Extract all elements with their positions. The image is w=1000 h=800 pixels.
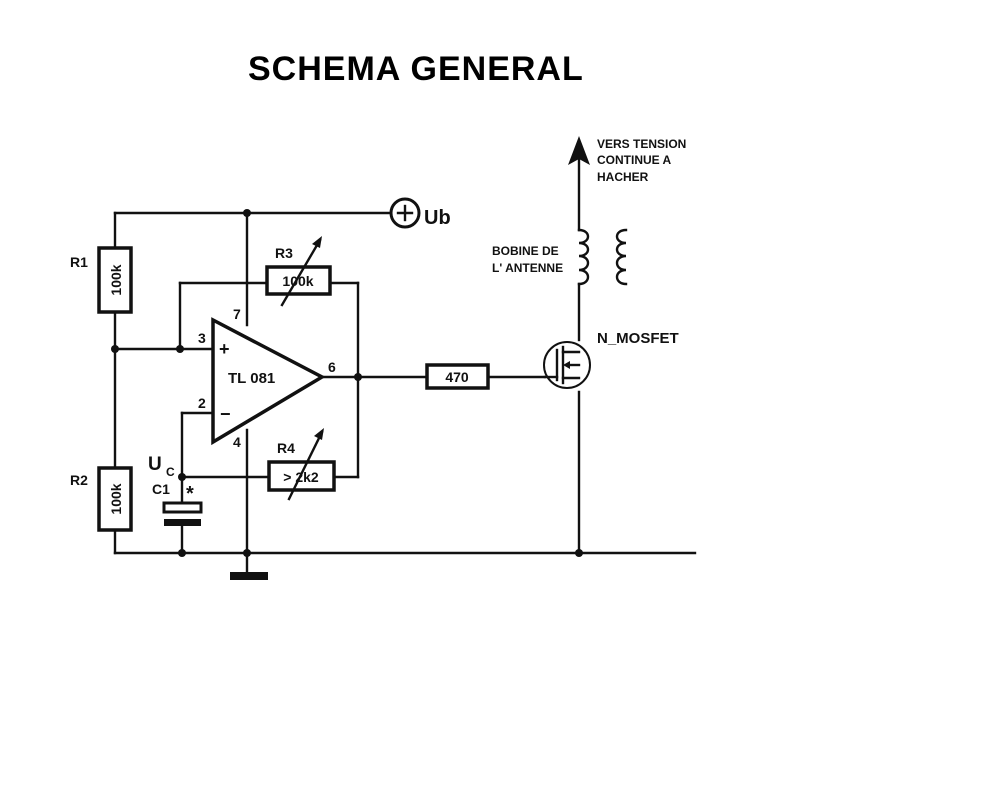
ground-symbol — [230, 572, 268, 580]
c1-label: C1 — [152, 481, 170, 497]
pin-3-label: 3 — [198, 330, 206, 346]
capacitor-c1: C1 * — [152, 481, 203, 526]
page-title: SCHEMA GENERAL — [248, 50, 584, 88]
opamp-tl081: TL 081 + − 3 2 7 4 6 — [198, 306, 336, 450]
supply-label-line3: HACHER — [597, 170, 649, 184]
r3-label: R3 — [275, 245, 293, 261]
resistor-r3: 100k R3 — [265, 236, 332, 307]
resistor-gate-470: 470 — [425, 363, 490, 390]
coil-label-line2: L' ANTENNE — [492, 261, 563, 275]
opamp-plus-sign: + — [219, 339, 230, 359]
svg-text:U: U — [148, 454, 162, 475]
wires — [113, 158, 697, 574]
pin-6-label: 6 — [328, 359, 336, 375]
resistor-r2: 100k R2 — [70, 466, 133, 532]
ub-label: Ub — [424, 207, 451, 229]
antenna-coil: BOBINE DE L' ANTENNE — [492, 228, 628, 286]
supply-terminal-ub: Ub — [389, 197, 451, 229]
pin-2-label: 2 — [198, 395, 206, 411]
resistor-r4: > 2k2 R4 — [267, 428, 336, 501]
r4-label: R4 — [277, 440, 295, 456]
pin-7-label: 7 — [233, 306, 241, 322]
supply-arrow: VERS TENSION CONTINUE A HACHER — [568, 136, 686, 184]
resistor-r1: 100k R1 — [70, 246, 133, 314]
supply-label-line1: VERS TENSION — [597, 137, 686, 151]
r2-value: 100k — [108, 483, 124, 514]
opamp-label: TL 081 — [228, 370, 275, 387]
gate-resistor-value: 470 — [445, 369, 469, 385]
junction-dots — [111, 209, 583, 557]
r3-value: 100k — [282, 273, 313, 289]
uc-label: U C — [148, 454, 175, 479]
coil-label-line1: BOBINE DE — [492, 244, 559, 258]
r2-label: R2 — [70, 472, 88, 488]
pin-4-label: 4 — [233, 434, 241, 450]
mosfet-label: N_MOSFET — [597, 330, 679, 347]
c1-star: * — [186, 483, 194, 505]
svg-text:C: C — [166, 465, 175, 479]
n-mosfet: N_MOSFET — [543, 330, 679, 389]
r1-value: 100k — [108, 264, 124, 295]
supply-label-line2: CONTINUE A — [597, 153, 672, 167]
r1-label: R1 — [70, 254, 88, 270]
opamp-minus-sign: − — [220, 404, 231, 424]
